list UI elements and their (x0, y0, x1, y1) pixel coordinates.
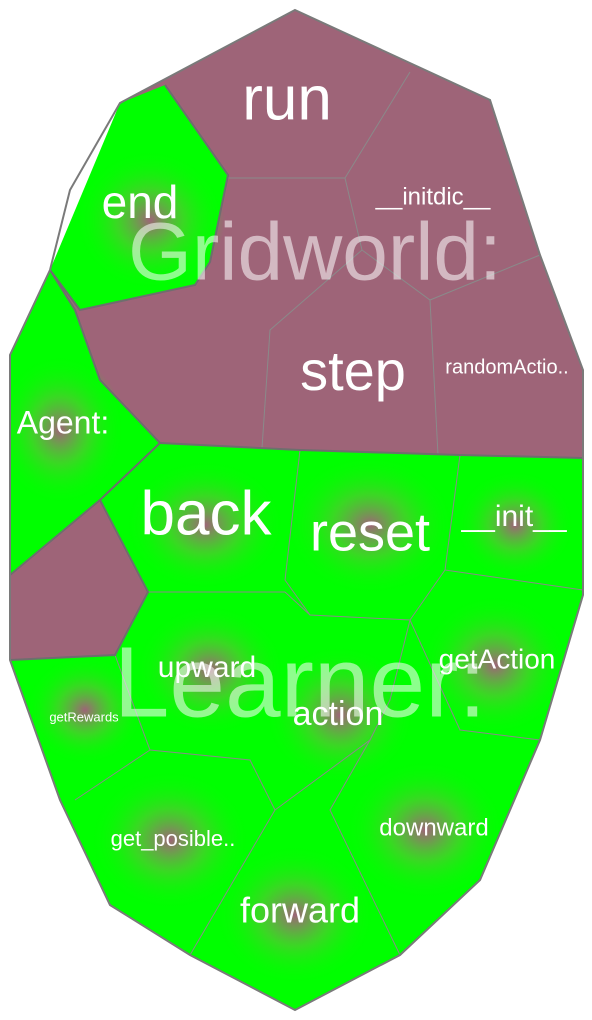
cell-glows (10, 150, 575, 985)
group-borders (10, 84, 583, 661)
label-agent[interactable]: Agent: (17, 404, 110, 440)
outer-border (9, 8, 584, 1012)
cell-borders (74, 71, 583, 956)
label-end[interactable]: end (102, 176, 179, 228)
label-step[interactable]: step (300, 339, 406, 402)
label-forward[interactable]: forward (240, 890, 360, 931)
label-action[interactable]: action (293, 695, 384, 733)
label-init[interactable]: __init__ (460, 500, 567, 533)
label-randomAction[interactable]: randomActio.. (445, 356, 568, 378)
label-run[interactable]: run (242, 64, 332, 133)
label-get_posible[interactable]: get_posible.. (111, 826, 236, 851)
cell-unnamed-mauve (10, 500, 148, 660)
label-getAction[interactable]: getAction (439, 643, 556, 674)
label-back[interactable]: back (141, 479, 273, 548)
group-label-learner: Learner: (114, 626, 486, 738)
label-reset[interactable]: reset (310, 502, 430, 562)
label-initdic[interactable]: __initdic__ (375, 183, 491, 210)
label-upward[interactable]: upward (158, 651, 256, 684)
label-downward[interactable]: downward (379, 814, 488, 841)
group-label-gridworld: Gridworld: (128, 207, 502, 298)
label-getRewards[interactable]: getRewards (49, 709, 119, 724)
